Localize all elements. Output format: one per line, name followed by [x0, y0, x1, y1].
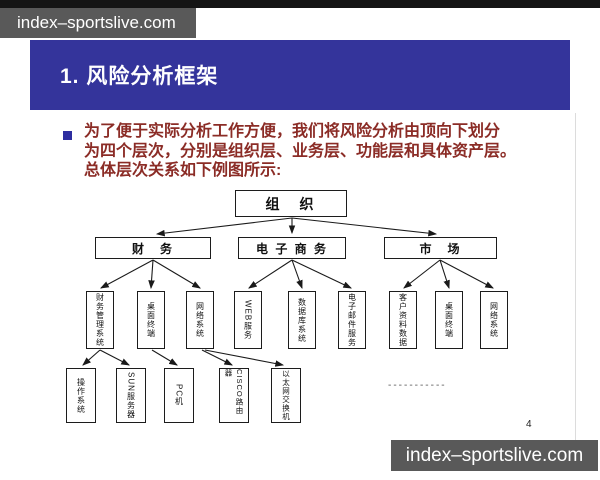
watermark-bottom: index–sportslive.com	[391, 440, 598, 471]
web-service-box: WEB服务	[234, 291, 262, 349]
paragraph-line: 为了便于实际分析工作方便，我们将风险分析由顶向下划分	[84, 123, 501, 140]
desktop-terminal-box: 桌面终端	[137, 291, 165, 349]
network-system-box-2: 网络系统	[480, 291, 508, 349]
top-black-strip	[0, 0, 600, 8]
desktop-terminal-box-2: 桌面终端	[435, 291, 463, 349]
paragraph-line: 为四个层次，分别是组织层、业务层、功能层和具体资产层。	[84, 142, 517, 160]
watermark-top: index–sportslive.com	[0, 8, 196, 38]
network-system-box: 网络系统	[186, 291, 214, 349]
sun-server-box: SUN服务器	[116, 368, 146, 423]
dept-box-ecommerce: 电 子 商 务	[238, 237, 346, 259]
ethernet-switch-box: 以太网交换机	[271, 368, 301, 423]
os-box: 操作系统	[66, 368, 96, 423]
pc-box: PC机	[164, 368, 194, 423]
paragraph-line: 总体层次关系如下例图所示:	[84, 162, 282, 179]
database-system-box: 数据库系统	[288, 291, 316, 349]
org-root-box: 组 织	[235, 190, 347, 217]
bullet-paragraph: 为了便于实际分析工作方便，我们将风险分析由顶向下划分 为四个层次，分别是组织层、…	[84, 122, 582, 181]
ellipsis-dots: -----------	[388, 380, 447, 391]
cisco-router-box: CISCO路由器	[219, 368, 249, 423]
customer-data-box: 客户资料数据	[389, 291, 417, 349]
email-service-box: 电子邮件服务	[338, 291, 366, 349]
page-title: 1. 风险分析框架	[60, 65, 219, 88]
bullet-square-icon	[63, 131, 72, 140]
slide-right-border	[575, 113, 576, 445]
dept-box-market: 市 场	[384, 237, 497, 259]
page-number: 4	[526, 419, 532, 430]
finance-mgmt-system-box: 财务管理系统	[86, 291, 114, 349]
slide-title-bar: 1. 风险分析框架	[30, 40, 570, 110]
dept-box-finance: 财 务	[95, 237, 211, 259]
